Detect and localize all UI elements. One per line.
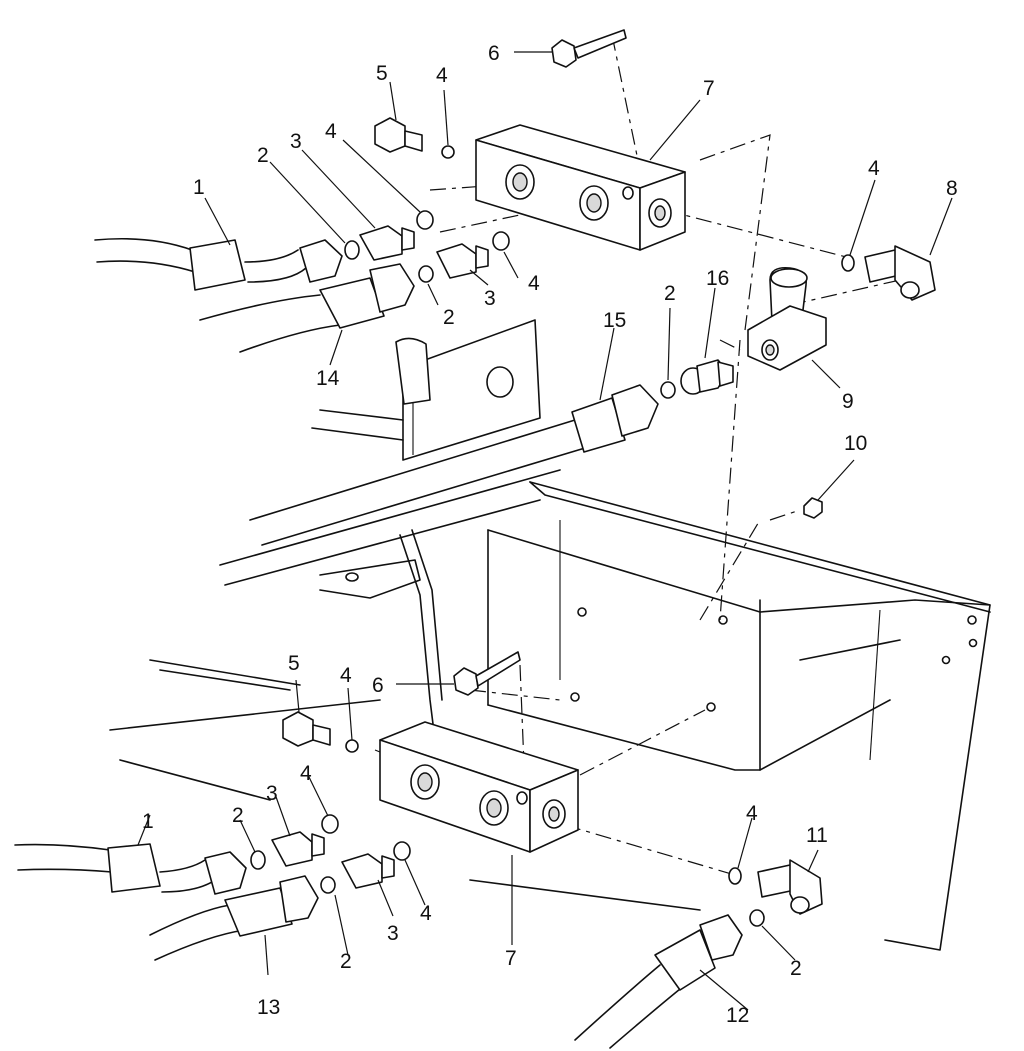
lower-hose-1 <box>14 814 339 895</box>
callout-2-lower-c: 2 <box>790 957 802 980</box>
callout-3-lower-a: 3 <box>266 782 278 805</box>
callout-16: 16 <box>706 267 729 290</box>
callout-4-upper-c: 4 <box>528 272 540 295</box>
callout-2-lower-b: 2 <box>340 950 352 973</box>
tee-fitting-9 <box>747 266 827 371</box>
lower-elbow-11 <box>728 859 823 927</box>
callout-4-lower-right: 4 <box>746 802 758 825</box>
callout-5-lower: 5 <box>288 652 300 675</box>
hose-15-and-fitting-16 <box>249 359 734 546</box>
nut-10 <box>803 497 823 519</box>
upper-plug-5 <box>374 117 455 159</box>
callout-11: 11 <box>806 824 828 847</box>
lower-valve-block <box>379 721 579 853</box>
callout-4-lower-top: 4 <box>340 664 352 687</box>
callout-4-upper-right: 4 <box>868 157 880 180</box>
callout-4-lower-c: 4 <box>420 902 432 925</box>
callout-4-lower-b: 4 <box>300 762 312 785</box>
lower-plug-5 <box>282 711 359 753</box>
callout-8: 8 <box>946 177 958 200</box>
alignment-lines <box>374 34 901 876</box>
leader-lines <box>137 51 953 1011</box>
callout-10: 10 <box>844 432 867 455</box>
callout-5-upper: 5 <box>376 62 388 85</box>
callout-1-lower: 1 <box>142 810 154 833</box>
callout-6-upper: 6 <box>488 42 500 65</box>
upper-hose-14 <box>199 231 510 353</box>
callout-4-upper-top: 4 <box>436 64 448 87</box>
callout-15: 15 <box>603 309 626 332</box>
lower-hose-13 <box>149 841 411 961</box>
upper-bolt <box>551 29 627 68</box>
callout-4-upper-b: 4 <box>325 120 337 143</box>
callout-labels: 5 4 6 7 1 2 3 4 4 8 4 3 2 14 2 16 15 9 1… <box>142 42 958 1027</box>
callout-1-upper: 1 <box>193 176 205 199</box>
callout-2-upper-c: 2 <box>664 282 676 305</box>
callout-13: 13 <box>257 996 280 1019</box>
callout-3-upper-a: 3 <box>290 130 302 153</box>
callout-14: 14 <box>316 367 340 390</box>
lower-hose-12 <box>574 914 743 1049</box>
frame-structure <box>109 319 991 951</box>
lower-bolt <box>453 651 521 696</box>
callout-12: 12 <box>726 1004 749 1027</box>
upper-hose-1 <box>94 210 434 291</box>
callout-9: 9 <box>842 390 854 413</box>
callout-2-lower-a: 2 <box>232 804 244 827</box>
callout-6-lower: 6 <box>372 674 384 697</box>
callout-2-upper-b: 2 <box>443 306 455 329</box>
upper-valve-block <box>475 124 686 251</box>
callout-2-upper-a: 2 <box>257 144 269 167</box>
callout-3-lower-b: 3 <box>387 922 399 945</box>
callout-7-upper: 7 <box>703 77 715 100</box>
callout-3-upper-b: 3 <box>484 287 496 310</box>
upper-elbow-8 <box>841 245 936 301</box>
callout-7-lower: 7 <box>505 947 517 970</box>
